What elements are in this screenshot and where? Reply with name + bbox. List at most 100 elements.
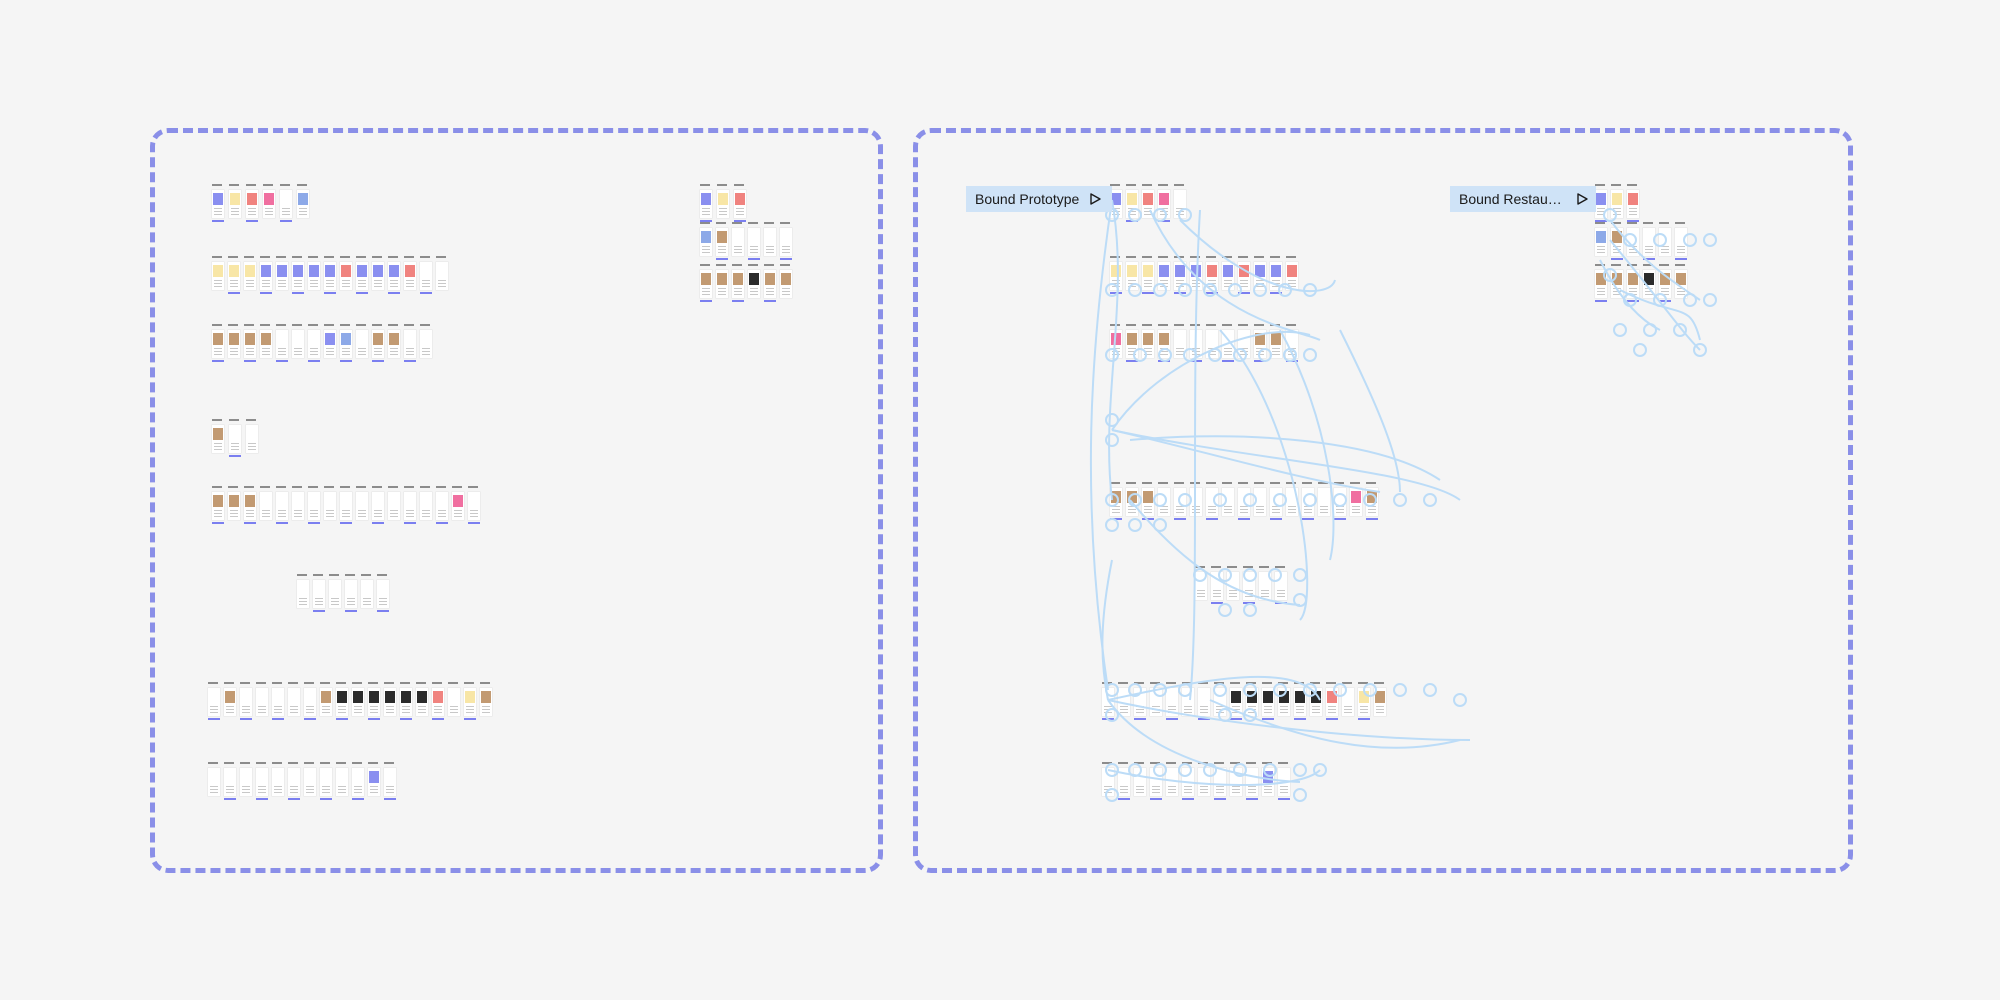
- screen-thumbnail[interactable]: [1230, 762, 1242, 796]
- screen-thumbnail[interactable]: [308, 324, 320, 362]
- screen-thumbnail[interactable]: [329, 574, 341, 608]
- screen-thumbnail[interactable]: [276, 324, 288, 362]
- screen-thumbnail[interactable]: [1310, 682, 1322, 716]
- screen-thumbnail[interactable]: [308, 486, 320, 524]
- screen-thumbnail[interactable]: [1326, 682, 1338, 720]
- screen-thumbnail[interactable]: [1182, 682, 1194, 716]
- screen-thumbnail[interactable]: [1627, 184, 1639, 222]
- screen-thumbnail[interactable]: [1611, 184, 1623, 218]
- screen-thumbnail[interactable]: [1126, 482, 1138, 516]
- screen-thumbnail[interactable]: [1262, 762, 1274, 796]
- screen-thumbnail[interactable]: [1110, 482, 1122, 520]
- screen-thumbnail[interactable]: [244, 486, 256, 524]
- screen-thumbnail[interactable]: [1302, 482, 1314, 520]
- screen-thumbnail[interactable]: [1214, 682, 1226, 716]
- screen-thumbnail[interactable]: [1259, 566, 1271, 600]
- screen-thumbnail[interactable]: [1150, 762, 1162, 800]
- screen-thumbnail[interactable]: [732, 222, 744, 256]
- screen-thumbnail[interactable]: [1254, 324, 1266, 362]
- screen-thumbnail[interactable]: [420, 324, 432, 358]
- screen-thumbnail[interactable]: [324, 256, 336, 294]
- screen-thumbnail[interactable]: [1174, 324, 1186, 358]
- screen-thumbnail[interactable]: [1262, 682, 1274, 720]
- screen-thumbnail[interactable]: [229, 419, 241, 457]
- screen-thumbnail[interactable]: [404, 486, 416, 524]
- screen-thumbnail[interactable]: [1222, 482, 1234, 516]
- screen-thumbnail[interactable]: [1158, 324, 1170, 362]
- screen-thumbnail[interactable]: [1126, 256, 1138, 290]
- screen-thumbnail[interactable]: [304, 682, 316, 720]
- screen-thumbnail[interactable]: [1366, 482, 1378, 520]
- screen-thumbnail[interactable]: [361, 574, 373, 608]
- screen-thumbnail[interactable]: [228, 486, 240, 520]
- screen-thumbnail[interactable]: [212, 256, 224, 290]
- screen-thumbnail[interactable]: [1150, 682, 1162, 716]
- screen-thumbnail[interactable]: [1350, 482, 1362, 516]
- screen-thumbnail[interactable]: [1142, 184, 1154, 218]
- screen-thumbnail[interactable]: [372, 324, 384, 362]
- screen-thumbnail[interactable]: [292, 256, 304, 294]
- screen-thumbnail[interactable]: [1102, 682, 1114, 720]
- screen-thumbnail[interactable]: [212, 184, 224, 222]
- screen-thumbnail[interactable]: [1254, 482, 1266, 516]
- screen-thumbnail[interactable]: [420, 256, 432, 294]
- screen-thumbnail[interactable]: [368, 682, 380, 720]
- screen-thumbnail[interactable]: [1174, 184, 1186, 218]
- screen-thumbnail[interactable]: [246, 419, 258, 453]
- screen-thumbnail[interactable]: [1198, 682, 1210, 720]
- screen-thumbnail[interactable]: [1230, 682, 1242, 720]
- screen-thumbnail[interactable]: [240, 682, 252, 720]
- screen-thumbnail[interactable]: [240, 762, 252, 796]
- screen-thumbnail[interactable]: [384, 682, 396, 716]
- screen-thumbnail[interactable]: [1611, 222, 1623, 260]
- screen-thumbnail[interactable]: [1318, 482, 1330, 516]
- screen-thumbnail[interactable]: [404, 324, 416, 362]
- screen-thumbnail[interactable]: [1198, 762, 1210, 796]
- screen-thumbnail[interactable]: [1254, 256, 1266, 290]
- screen-thumbnail[interactable]: [228, 256, 240, 294]
- screen-thumbnail[interactable]: [1659, 264, 1671, 302]
- screen-thumbnail[interactable]: [388, 486, 400, 520]
- screen-thumbnail[interactable]: [436, 256, 448, 290]
- screen-thumbnail[interactable]: [276, 486, 288, 524]
- screen-thumbnail[interactable]: [1358, 682, 1370, 720]
- screen-thumbnail[interactable]: [228, 324, 240, 358]
- screen-thumbnail[interactable]: [352, 762, 364, 800]
- screen-thumbnail[interactable]: [345, 574, 357, 612]
- screen-thumbnail[interactable]: [764, 264, 776, 302]
- screen-thumbnail[interactable]: [1675, 222, 1687, 260]
- screen-thumbnail[interactable]: [208, 762, 220, 796]
- screen-thumbnail[interactable]: [336, 682, 348, 720]
- screen-thumbnail[interactable]: [764, 222, 776, 256]
- screen-thumbnail[interactable]: [1595, 184, 1607, 222]
- screen-thumbnail[interactable]: [1142, 482, 1154, 520]
- screen-thumbnail[interactable]: [1118, 682, 1130, 716]
- screen-thumbnail[interactable]: [340, 324, 352, 362]
- screen-thumbnail[interactable]: [263, 184, 275, 218]
- screen-thumbnail[interactable]: [212, 419, 224, 453]
- screen-thumbnail[interactable]: [229, 184, 241, 218]
- screen-thumbnail[interactable]: [1214, 762, 1226, 800]
- screen-thumbnail[interactable]: [1238, 324, 1250, 358]
- screen-thumbnail[interactable]: [1270, 482, 1282, 520]
- screen-thumbnail[interactable]: [480, 682, 492, 716]
- screen-thumbnail[interactable]: [372, 486, 384, 524]
- screen-thumbnail[interactable]: [1270, 324, 1282, 358]
- screen-thumbnail[interactable]: [1286, 482, 1298, 516]
- screen-thumbnail[interactable]: [700, 264, 712, 302]
- screen-thumbnail[interactable]: [1238, 482, 1250, 520]
- screen-thumbnail[interactable]: [1206, 324, 1218, 358]
- screen-thumbnail[interactable]: [256, 762, 268, 800]
- screen-thumbnail[interactable]: [436, 486, 448, 524]
- screen-thumbnail[interactable]: [1158, 482, 1170, 516]
- screen-thumbnail[interactable]: [1126, 184, 1138, 222]
- screen-thumbnail[interactable]: [208, 682, 220, 720]
- screen-thumbnail[interactable]: [244, 256, 256, 290]
- screen-thumbnail[interactable]: [356, 256, 368, 294]
- screen-thumbnail[interactable]: [1238, 256, 1250, 294]
- screen-thumbnail[interactable]: [404, 256, 416, 290]
- screen-thumbnail[interactable]: [1110, 256, 1122, 294]
- screen-thumbnail[interactable]: [1134, 762, 1146, 796]
- screen-thumbnail[interactable]: [1126, 324, 1138, 362]
